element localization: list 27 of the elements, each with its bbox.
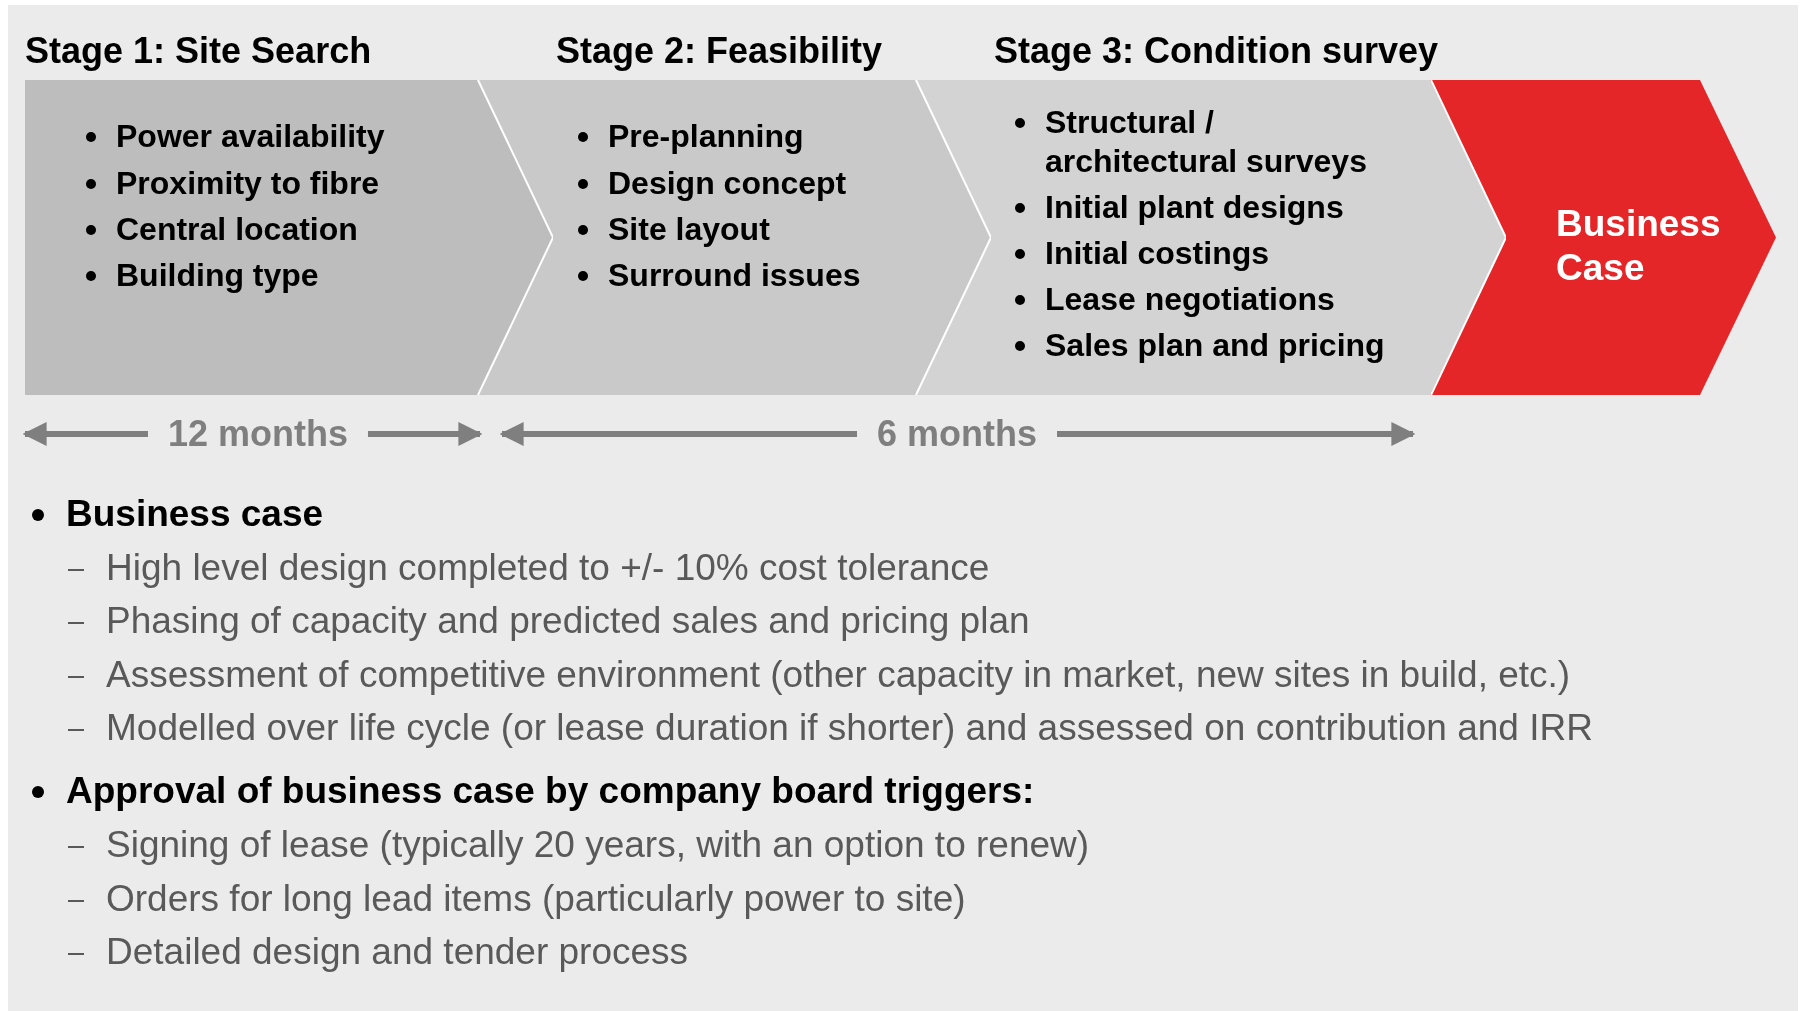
bullet-item: Design concept (608, 164, 848, 203)
bullet-item: Central location (116, 210, 359, 249)
sub-bullet-item: High level design completed to +/- 10% cost tolerance (68, 547, 990, 589)
stage-heading: Stage 3: Condition survey (994, 30, 1439, 72)
sub-bullet-item: Orders for long lead items (particularly power to site) (68, 878, 966, 920)
bullet-heading: Approval of business case by company board triggers: (66, 770, 1035, 812)
sub-bullet-item: Assessment of competitive environment (other capacity in market, new sites in build, etc.) (68, 654, 1571, 696)
bullet-item: Site layout (608, 210, 771, 249)
stage-heading: Stage 1: Site Search (25, 30, 372, 72)
sub-bullet-item: Phasing of capacity and predicted sales and pricing plan (68, 600, 1030, 642)
bullet-item: Lease negotiations (1045, 280, 1336, 319)
bullet-item: Proximity to fibre (116, 164, 381, 203)
chevron-step (1506, 80, 1776, 395)
stage-heading: Stage 2: Feasibility (556, 30, 883, 72)
step-title: Business Case (1556, 202, 1722, 290)
sub-bullet-item: Detailed design and tender process (68, 931, 689, 973)
bullet-item: Pre-planning (608, 117, 805, 156)
bullet-item: Initial costings (1045, 234, 1271, 273)
bullet-item: Surround issues (608, 256, 862, 295)
bullet-item: Structural / architectural surveys (1045, 103, 1368, 181)
bullet-item: Initial plant designs (1045, 188, 1345, 227)
bullet-heading: Business case (66, 493, 324, 535)
sub-bullet-item: Modelled over life cycle (or lease duration if shorter) and assessed on contribution and IRR (68, 707, 1593, 749)
sub-bullet-item: Signing of lease (typically 20 years, with an option to renew) (68, 824, 1090, 866)
bullet-item: Sales plan and pricing (1045, 326, 1386, 365)
bullet-item: Building type (116, 256, 320, 295)
bullet-item: Power availability (116, 117, 386, 156)
